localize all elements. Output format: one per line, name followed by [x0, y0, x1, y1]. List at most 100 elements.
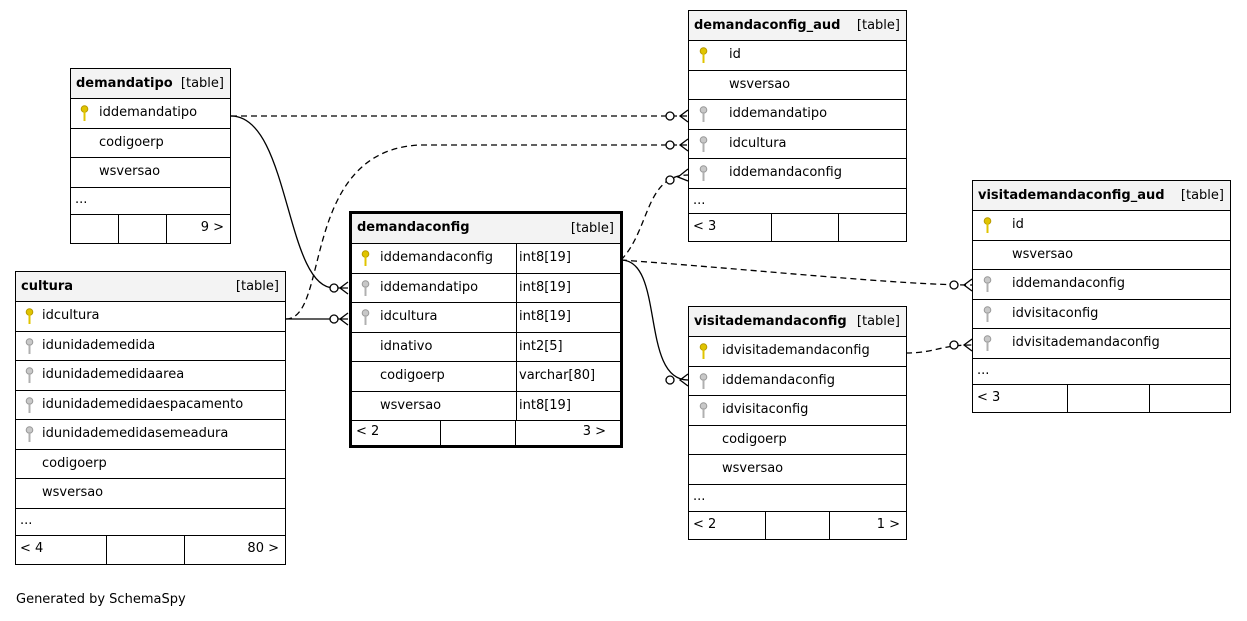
column-name: idcultura [42, 308, 100, 323]
column-name: iddemandaconfig [729, 165, 842, 180]
foreign-key-icon [983, 305, 992, 322]
footer-middle [119, 214, 167, 243]
table-name: demandatipo [76, 76, 173, 91]
footer-parents[interactable]: < 4 [16, 535, 107, 564]
table-footer: < 3 [689, 213, 906, 241]
column-row: idunidademedida [16, 332, 285, 361]
column-row: wsversao [689, 455, 906, 485]
column-row: idcultura [16, 302, 285, 332]
column-name: iddemandaconfig [1012, 276, 1125, 291]
column-name: idunidademedida [42, 337, 156, 353]
foreign-key-icon [361, 309, 370, 325]
table-kind: [table] [856, 18, 900, 33]
primary-key-icon [699, 343, 708, 359]
column-row: iddemandaconfig [689, 367, 906, 396]
table-header: cultura [table] [16, 272, 285, 302]
footer-parents[interactable]: < 3 [689, 213, 772, 241]
table-kind: [table] [235, 279, 279, 294]
footer-parents[interactable]: < 2 [352, 421, 441, 445]
footer-middle [766, 511, 830, 539]
footer-middle [772, 213, 839, 241]
column-name: id [1012, 217, 1024, 232]
foreign-key-icon [699, 372, 708, 389]
primary-key-icon [361, 250, 370, 266]
column-name: iddemandatipo [729, 106, 828, 121]
table-header: demandaconfig [table] [352, 214, 620, 244]
ellipsis-text: ... [977, 362, 990, 378]
footer-parents[interactable]: < 2 [689, 511, 766, 539]
table-demandaconfig-aud[interactable]: demandaconfig_aud [table] id wsversao id… [688, 10, 907, 242]
column-row: id [973, 211, 1230, 241]
footer-children[interactable]: 9 > [200, 219, 224, 235]
footer-children[interactable]: 1 > [876, 516, 900, 532]
column-name: wsversao [1012, 246, 1074, 262]
table-header: demandatipo [table] [71, 69, 230, 99]
primary-key-icon [983, 217, 992, 233]
ellipsis-text: ... [693, 192, 706, 208]
footer-parents[interactable] [71, 214, 119, 243]
table-cultura[interactable]: cultura [table] idcultura idunidademedid… [15, 271, 286, 565]
foreign-key-icon [25, 367, 34, 383]
table-footer: < 4 80 > [16, 535, 285, 564]
table-name: cultura [21, 279, 74, 294]
table-footer: < 2 1 > [689, 511, 906, 539]
edge-demandatipo-demandaconfig [230, 115, 348, 289]
column-row: wsversao [16, 479, 285, 509]
column-name: idcultura [729, 135, 787, 151]
footer-children [1150, 385, 1230, 412]
column-row: iddemandaconfig [973, 270, 1230, 300]
edge-cultura-aud [285, 144, 688, 320]
table-demandatipo[interactable]: demandatipo [table] iddemandatipo codigo… [70, 68, 231, 244]
column-row: codigoerp [689, 426, 906, 455]
table-header: visitademandaconfig [table] [689, 307, 906, 337]
column-name: wsversao [99, 164, 161, 179]
primary-key-icon [80, 105, 89, 121]
footer-middle [441, 421, 516, 445]
column-name: id [729, 47, 741, 62]
column-name: wsversao [380, 397, 442, 413]
table-header: demandaconfig_aud [table] [689, 11, 906, 41]
foreign-key-icon [983, 276, 992, 292]
table-kind: [table] [180, 76, 224, 91]
column-row: idcultura [689, 130, 906, 159]
footer-children[interactable]: 80 > [247, 540, 279, 556]
more-columns-row: ... [71, 188, 230, 215]
column-row: codigoerp [71, 129, 230, 158]
table-name: visitademandaconfig [694, 314, 847, 329]
column-row: wsversao [71, 158, 230, 188]
column-row: idvisitaconfig [689, 396, 906, 426]
column-type: int8[19] [519, 279, 571, 295]
column-row: idvisitaconfig [973, 300, 1230, 329]
column-name: wsversao [722, 461, 784, 476]
table-visitademandaconfig[interactable]: visitademandaconfig [table] idvisitadema… [688, 306, 907, 540]
primary-key-icon [699, 47, 708, 63]
column-name: codigoerp [722, 431, 787, 447]
table-visitademandaconfig-aud[interactable]: visitademandaconfig_aud [table] id wsver… [972, 180, 1231, 413]
foreign-key-icon [699, 135, 708, 152]
column-name: iddemandaconfig [380, 250, 493, 265]
table-demandaconfig[interactable]: demandaconfig [table] iddemandaconfig in… [349, 211, 623, 448]
column-type: int2[5] [519, 338, 563, 354]
ellipsis-text: ... [20, 512, 33, 528]
column-name: idunidademedidaespacamento [42, 396, 244, 412]
column-name: idunidademedidaarea [42, 367, 185, 382]
primary-key-icon [25, 308, 34, 324]
column-name: codigoerp [42, 455, 107, 471]
column-name: idunidademedidasemeadura [42, 426, 229, 441]
column-type: varchar[80] [519, 368, 596, 383]
column-name: wsversao [42, 485, 104, 500]
foreign-key-icon [25, 337, 34, 354]
column-name: codigoerp [380, 368, 445, 383]
column-name: wsversao [729, 76, 791, 92]
footer-children[interactable]: 3 > [582, 424, 606, 439]
edge-demandaconfig-visitaaud [620, 259, 973, 286]
more-columns-row: ... [689, 189, 906, 214]
foreign-key-icon [699, 402, 708, 418]
footer-parents[interactable]: < 3 [973, 384, 1068, 412]
column-row: iddemandatipo int8[19] [352, 273, 620, 303]
foreign-key-icon [25, 426, 34, 442]
column-row: iddemandaconfig int8[19] [352, 244, 620, 274]
column-row: idunidademedidasemeadura [16, 420, 285, 450]
